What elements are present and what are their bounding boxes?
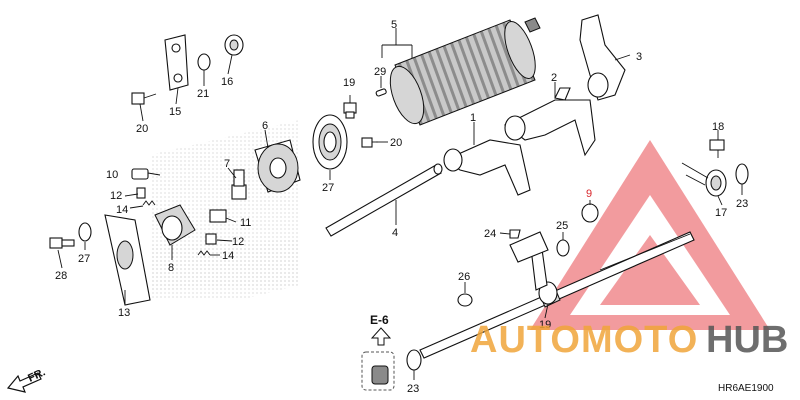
watermark-word-automoto: AUTOMOTO [470,319,698,361]
part-4-fork-shaft [325,163,443,237]
part-1-shift-fork [443,139,531,196]
callout-21: 20 [136,123,148,135]
callout-11: 11 [240,217,251,229]
callout-1: 1 [470,112,476,124]
part-29-pin [375,88,387,97]
up-arrow-icon [370,327,392,346]
part-17-return-spring [681,162,727,197]
part-19-gearshift-spindle [419,231,695,359]
callout-23-right: 23 [736,198,748,210]
callout-19: 19 [539,319,551,331]
part-14-spring-upper [142,200,156,206]
watermark-logo [530,140,770,330]
reference-label-e6: E-6 [370,313,389,327]
part-9-oil-seal [581,203,599,223]
part-13-plate [104,214,151,306]
callout-6: 6 [262,120,268,132]
part-20-bolt-upper [343,102,357,119]
callout-8: 8 [168,262,174,274]
callout-20-lower: 20 [390,137,402,149]
callout-7: 7 [224,158,230,170]
part-3-shift-fork [579,14,626,101]
part-22-washer [197,53,211,71]
e6-reference-part [361,327,395,391]
front-arrow-icon [6,372,42,393]
front-label: FR. [26,366,47,384]
part-25-bearing [312,114,348,170]
callout-27-upper: 25 [556,220,568,232]
part-5-shift-drum [389,17,541,126]
part-27-upper [556,239,570,257]
callout-12-lower: 12 [232,236,244,248]
callout-2: 2 [551,72,557,84]
callout-20-upper: 19 [343,77,355,89]
callout-22: 21 [197,88,209,100]
callout-25: 27 [322,182,334,194]
callout-14-upper: 14 [116,204,128,216]
watermark-word-hub: HUB [706,319,788,361]
watermark-text: AUTOMOTO HUB [470,319,788,361]
callout-28: 28 [55,270,67,282]
callout-9: 9 [586,188,592,200]
diagram-code: HR6AE1900 [718,383,774,394]
part-20-bolt-lower [361,137,378,148]
leader-lines [57,28,743,380]
part-11-pin [209,209,227,223]
callout-26: 27 [78,253,90,265]
callouts: 5 29 2 3 1 6 7 10 12 14 11 12 14 8 13 27… [55,19,748,395]
callout-27-lower: 26 [458,271,470,283]
part-24-clip [509,229,521,239]
callout-14-lower: 14 [222,250,234,262]
callout-16: 16 [221,76,233,88]
part-18-bolt [709,139,725,158]
front-direction-indicator: FR. [6,366,47,393]
part-16-spring [224,34,244,56]
part-21-bolt [131,92,157,105]
callout-4: 4 [392,227,398,239]
callout-15: 15 [169,106,181,118]
part-14-spring-lower [197,250,211,256]
callout-5: 5 [391,19,397,31]
part-10-bolt [131,168,149,180]
callout-29: 29 [374,66,386,78]
callout-3: 3 [636,51,642,63]
part-26-collar [78,222,92,242]
part-27-lower [457,293,473,307]
callout-24: 24 [484,228,496,240]
part-6-drum-center [254,139,301,193]
part-28-bolt [49,237,75,249]
part-12-roller-lower [205,233,217,245]
part-8-stopper-arm [154,204,196,246]
callout-12-upper: 12 [110,190,122,202]
part-2-shift-fork [503,87,596,157]
part-23-washer-right [735,163,749,185]
part-7-collar [231,169,247,200]
callout-17: 17 [715,207,727,219]
callout-13: 13 [118,307,130,319]
callout-23-bottom: 23 [407,383,419,395]
callout-10: 10 [106,169,118,181]
callout-18: 18 [712,121,724,133]
part-12-roller-upper [136,187,146,199]
part-15-plate [164,34,189,91]
part-23-washer-bottom [406,349,422,371]
